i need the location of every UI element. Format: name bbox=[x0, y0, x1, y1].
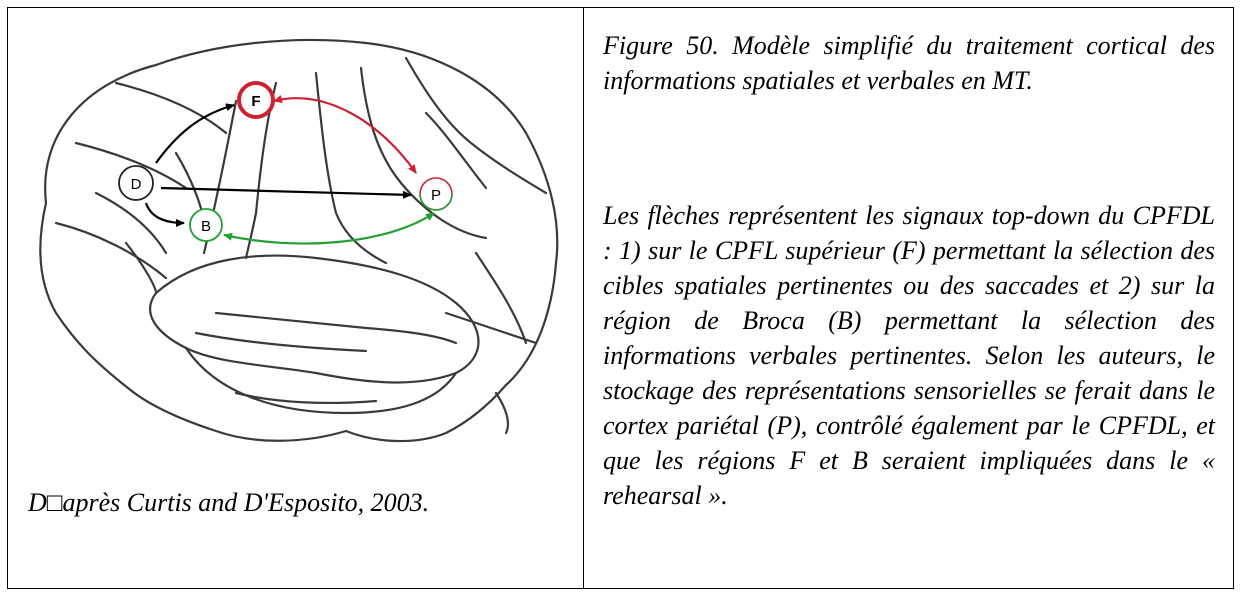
arrow-d-to-f bbox=[155, 103, 235, 164]
caption-cell: Figure 50. Modèle simplifié du traitemen… bbox=[585, 8, 1233, 588]
brain-diagram: D F P B bbox=[39, 38, 559, 443]
arrow-f-p-red bbox=[273, 95, 417, 174]
arrow-d-to-b bbox=[144, 202, 185, 227]
node-f: F bbox=[237, 81, 275, 119]
node-p-label: P bbox=[431, 187, 441, 204]
figure-image-cell: D F P B D□après Curtis and D'Esposito, 2… bbox=[8, 8, 583, 588]
node-d: D bbox=[118, 165, 154, 201]
image-credit: D□après Curtis and D'Esposito, 2003. bbox=[28, 488, 430, 517]
node-b-label: B bbox=[201, 218, 211, 235]
node-f-label: F bbox=[251, 93, 260, 110]
node-p: P bbox=[419, 177, 453, 211]
brain-outline bbox=[39, 38, 559, 443]
figure-table: D F P B D□après Curtis and D'Esposito, 2… bbox=[7, 7, 1234, 589]
cell-divider bbox=[583, 8, 584, 588]
arrow-d-to-p bbox=[160, 186, 412, 199]
figure-description: Les flèches représentent les signaux top… bbox=[603, 201, 1215, 510]
arrow-b-p-green bbox=[223, 212, 435, 245]
figure-title: Figure 50. Modèle simplifié du traitemen… bbox=[603, 31, 1215, 95]
node-b: B bbox=[189, 208, 223, 242]
node-d-label: D bbox=[131, 176, 142, 193]
arrows bbox=[144, 95, 435, 245]
